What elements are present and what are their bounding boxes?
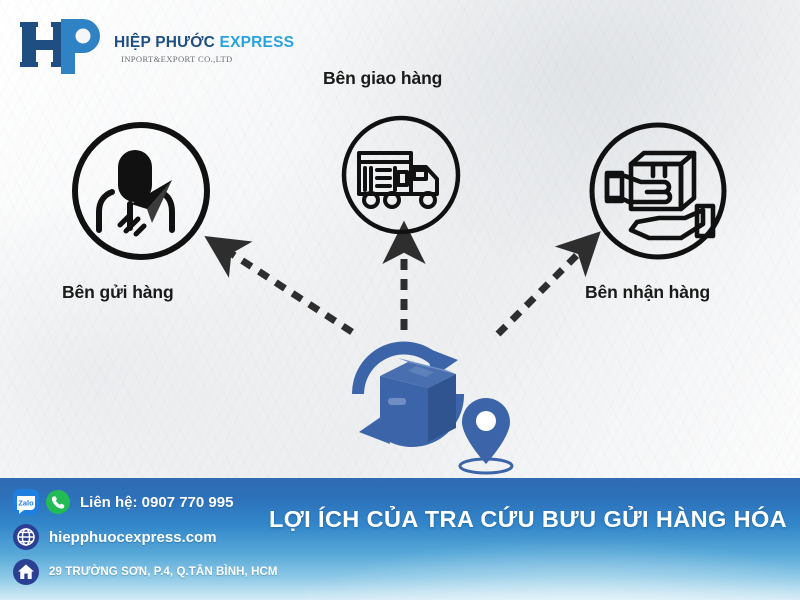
hp-monogram-icon xyxy=(20,19,100,74)
logo-brand-primary: HIỆP PHƯỚC xyxy=(114,33,220,51)
svg-text:Zalo: Zalo xyxy=(18,499,34,508)
zalo-icon[interactable]: Zalo xyxy=(12,488,40,516)
contact-website-icons xyxy=(12,523,40,551)
logo-subtitle: INPORT&EXPORT CO.,LTD xyxy=(121,54,233,65)
carrier-icon-circle xyxy=(341,115,461,235)
receiver-label: Bên nhận hàng xyxy=(585,282,711,302)
contact-row-phone: Zalo Liên hệ: 0907 770 995 xyxy=(12,488,278,516)
person-send-icon xyxy=(96,150,175,237)
company-logo: HIỆP PHƯỚC EXPRESS INPORT&EXPORT CO.,LTD xyxy=(20,14,294,76)
contact-row-website: hiepphuocexpress.com xyxy=(12,523,278,551)
phone-icon[interactable] xyxy=(45,489,71,515)
sender-label: Bên gửi hàng xyxy=(62,282,174,302)
globe-icon[interactable] xyxy=(12,523,40,551)
contact-website-text[interactable]: hiepphuocexpress.com xyxy=(49,528,217,546)
package-tracking-icon xyxy=(351,341,514,475)
footer-bar: Zalo Liên hệ: 0907 770 995 xyxy=(0,478,800,600)
sender-icon-circle xyxy=(72,122,210,260)
logo-brand-secondary: EXPRESS xyxy=(219,33,295,51)
delivery-truck-icon xyxy=(357,151,439,209)
carrier-label: Bên giao hàng xyxy=(323,68,443,88)
contact-address-text: 29 TRƯỜNG SƠN, P.4, Q.TÂN BÌNH, HCM xyxy=(49,566,278,578)
contact-row-address: 29 TRƯỜNG SƠN, P.4, Q.TÂN BÌNH, HCM xyxy=(12,558,278,586)
logo-wordmark: HIỆP PHƯỚC EXPRESS INPORT&EXPORT CO.,LTD xyxy=(114,33,295,65)
hands-receiving-box-icon xyxy=(604,150,716,241)
location-pin-icon xyxy=(458,398,514,475)
home-icon[interactable] xyxy=(12,558,40,586)
contact-address-icons xyxy=(12,558,40,586)
connector-to-sender xyxy=(204,235,354,335)
contact-phone-icons: Zalo xyxy=(12,488,71,516)
package-box-icon xyxy=(380,358,456,442)
contact-phone-text: Liên hệ: 0907 770 995 xyxy=(80,493,234,511)
receiver-icon-circle xyxy=(589,122,727,260)
contact-block: Zalo Liên hệ: 0907 770 995 xyxy=(12,488,278,586)
footer-title: LỢI ÍCH CỦA TRA CỨU BƯU GỬI HÀNG HÓA xyxy=(268,506,788,532)
